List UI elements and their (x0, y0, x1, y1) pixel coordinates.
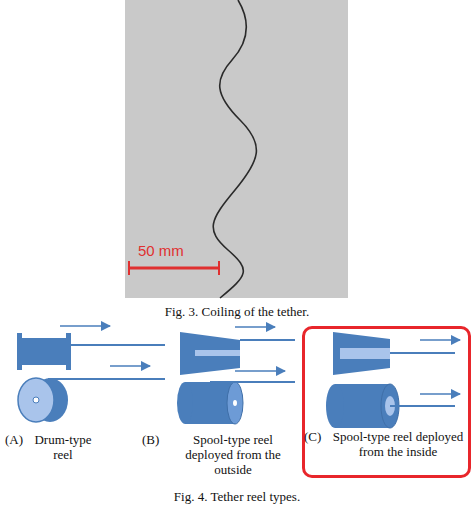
spool-channel (195, 350, 240, 356)
panel-label: Drum-type reel (27, 432, 99, 462)
direction-arrow (60, 325, 110, 327)
spool-channel (340, 348, 390, 359)
tether-line (66, 344, 165, 346)
direction-arrow (235, 370, 285, 372)
panel-letter: (B) (142, 432, 172, 447)
highlight-box: (C)Spool-type reel deployed from the ins… (302, 326, 471, 478)
spool-end (177, 382, 193, 424)
spool-end (326, 384, 344, 428)
direction-arrow (420, 393, 460, 395)
direction-arrow (420, 339, 460, 341)
spool-hole (233, 400, 237, 406)
direction-arrow (235, 326, 275, 328)
drum-flange (17, 333, 22, 370)
tether-line (210, 381, 295, 383)
tether-line (390, 352, 455, 354)
drum-disc (18, 378, 54, 422)
scale-label: 50 mm (138, 243, 228, 258)
drum-core (22, 338, 66, 365)
spool-body (333, 332, 390, 375)
tether-line (240, 339, 295, 341)
panel-letter: (A) (5, 432, 35, 447)
figure-caption: Fig. 3. Coiling of the tether. (0, 304, 474, 319)
scale-bar-end (128, 261, 130, 275)
photo-background (125, 0, 348, 298)
scale-bar (128, 267, 220, 270)
tether-coil (213, 0, 256, 298)
spool-body (180, 332, 240, 375)
figure-caption: Fig. 4. Tether reel types. (0, 489, 474, 504)
direction-arrow (110, 365, 150, 367)
panel-label: Spool-type reel deployed from the inside (332, 429, 464, 459)
panel-letter: (C) (304, 429, 334, 444)
spool-face (227, 382, 243, 424)
drum-flange (66, 333, 71, 370)
scale-bar-end (218, 261, 220, 275)
tether-line (390, 405, 455, 407)
drum-hole (33, 397, 39, 403)
panel-label: Spool-type reel deployed from the outsid… (168, 432, 298, 477)
tether-line (48, 378, 165, 380)
